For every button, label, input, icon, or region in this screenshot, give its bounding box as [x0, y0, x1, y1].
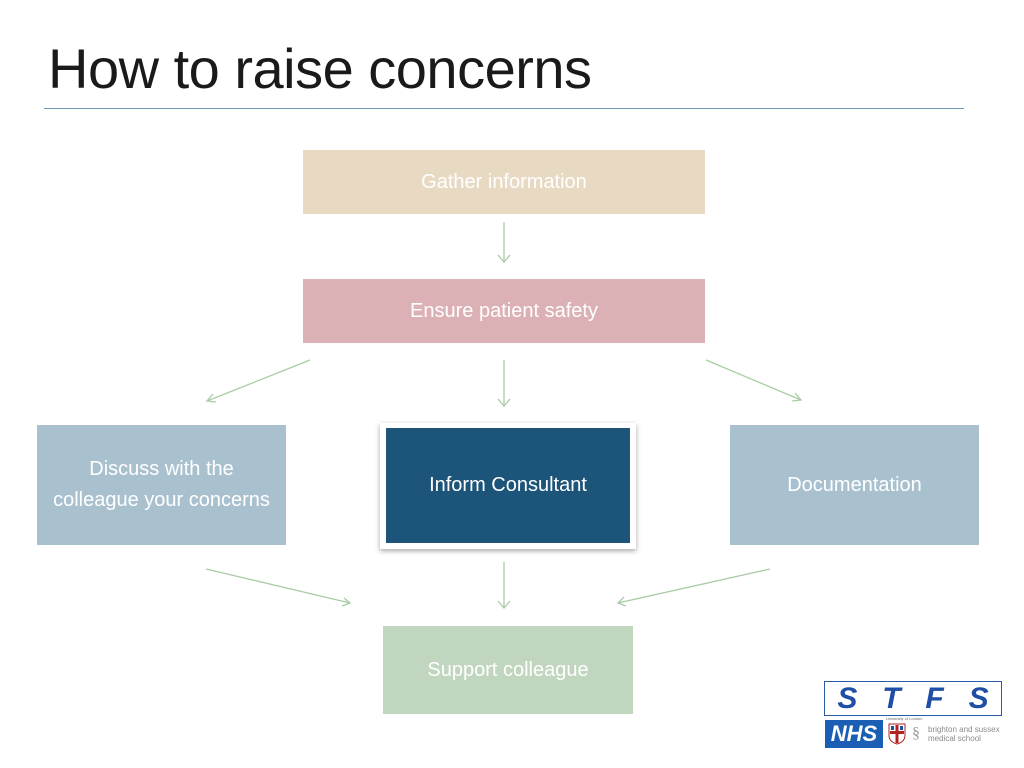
logo-letter-s2: S [968, 681, 989, 715]
discuss-with-colleague-box: Discuss with the colleague your concerns [37, 425, 286, 545]
documentation-box: Documentation [730, 425, 979, 545]
arrow-safety-to-inform [497, 360, 511, 407]
logo-letter-t: T [882, 681, 901, 715]
inform-consultant-label: Inform Consultant [429, 474, 587, 496]
medical-school-label: brighton and sussex medical school [928, 725, 1000, 743]
support-colleague-label: Support colleague [427, 658, 589, 681]
arrow-safety-to-documentation [705, 359, 803, 402]
logo-letter-s1: S [837, 681, 858, 715]
logo-letter-f: F [925, 681, 944, 715]
bsms-mark-icon: § [912, 725, 920, 742]
slide-title: How to raise concerns [48, 37, 592, 100]
gather-information-label: Gather information [421, 170, 587, 193]
gather-information-box: Gather information [303, 150, 705, 214]
crest-icon [888, 723, 906, 745]
stfs-wordmark: S T F S [824, 681, 1002, 716]
arrow-discuss-to-support [205, 568, 352, 607]
documentation-label: Documentation [787, 473, 922, 496]
inform-consultant-box: Inform Consultant [386, 428, 630, 543]
university-label: University of London [886, 716, 923, 721]
arrow-documentation-to-support [616, 568, 771, 607]
arrow-gather-to-safety [497, 222, 511, 263]
arrow-safety-to-discuss [205, 359, 311, 403]
ensure-patient-safety-label: Ensure patient safety [410, 299, 598, 322]
title-underline [44, 108, 964, 109]
support-colleague-box: Support colleague [383, 626, 633, 714]
nhs-logo: NHS [825, 720, 883, 748]
arrow-inform-to-support [497, 562, 511, 609]
discuss-with-colleague-label: Discuss with the colleague your concerns [53, 458, 270, 511]
ensure-patient-safety-box: Ensure patient safety [303, 279, 705, 343]
stfs-logo: S T F S NHS University of London § brigh… [824, 681, 1002, 749]
